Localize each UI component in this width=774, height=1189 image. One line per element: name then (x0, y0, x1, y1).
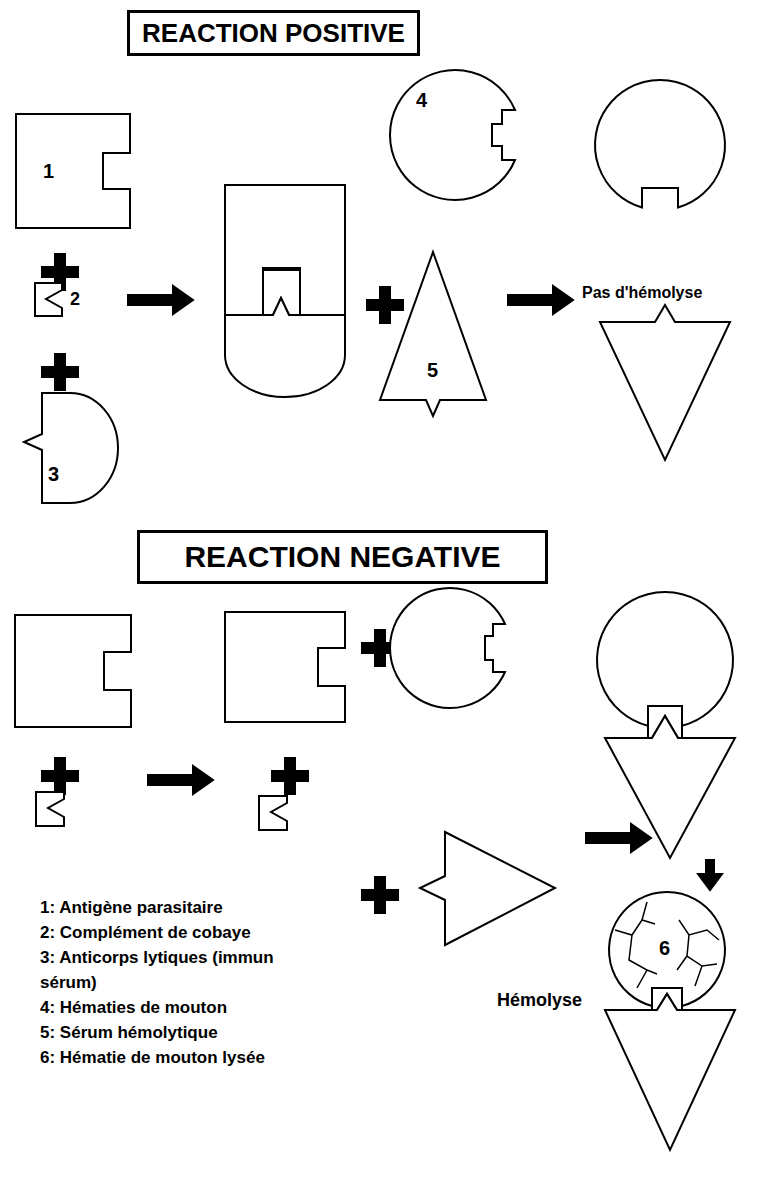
plus-sign (367, 287, 403, 323)
shape-node: 4 (388, 68, 522, 202)
legend-entry: 2: Complément de cobaye (40, 920, 330, 945)
legend-entry: 3: Anticorps lytiques (immun sérum) (40, 945, 330, 995)
arrow (698, 860, 722, 890)
callout-number: 2 (70, 290, 80, 308)
serum-shape (600, 305, 730, 460)
shape-node: 2 (34, 280, 94, 320)
heading-box: REACTION POSITIVE (127, 10, 420, 56)
callout-number: 1 (43, 161, 54, 181)
antibody-shape (225, 298, 345, 397)
shape-outline-path (16, 114, 130, 228)
antigen-shape (15, 615, 131, 727)
legend-entry: 6: Hématie de mouton lysée (40, 1045, 330, 1070)
heading-box: REACTION NEGATIVE (137, 530, 548, 584)
shape-outline-path (380, 252, 486, 416)
shape-outline (15, 113, 131, 229)
callout-number: 6 (657, 937, 672, 959)
callout-number: 3 (48, 464, 59, 484)
shape-outline (34, 280, 94, 320)
legend-entry: 5: Sérum hémolytique (40, 1020, 330, 1045)
lysis-cracks (615, 902, 719, 988)
antigen-shape (225, 185, 345, 315)
shape-node: 5 (378, 250, 488, 420)
plus-sign (42, 354, 78, 390)
shape-outline-path (390, 70, 515, 200)
complement-shape (259, 796, 287, 830)
legend-list: 1: Antigène parasitaire2: Complément de … (40, 895, 330, 1070)
plus-sign (362, 877, 398, 913)
arrow (128, 286, 193, 314)
serum-shape (605, 716, 735, 858)
shape-node: 6 (607, 890, 727, 1010)
antigen-shape (225, 612, 345, 722)
shape-outline (20, 392, 120, 504)
shape-outline-path (35, 283, 62, 316)
shape-node: 3 (20, 392, 120, 504)
complement-shape (36, 792, 64, 826)
shape-outline-path (24, 393, 118, 503)
arrow (148, 766, 213, 794)
arrow (508, 286, 573, 314)
shape-node: 1 (15, 113, 131, 229)
shape-outline (378, 250, 488, 420)
plus-sign (42, 758, 78, 794)
red-cell-shape (595, 80, 725, 207)
serum-shape (605, 994, 735, 1150)
shape-outline (388, 68, 522, 202)
callout-number: 4 (416, 90, 427, 110)
shape-outline-path (609, 892, 725, 1006)
legend-entry: 1: Antigène parasitaire (40, 895, 330, 920)
result-label: Pas d'hémolyse (580, 284, 704, 302)
plus-sign (272, 758, 308, 794)
serum-shape (420, 832, 555, 945)
red-cell-shape (390, 588, 505, 708)
section-heading: REACTION POSITIVE (142, 20, 405, 46)
legend-entry: 4: Hématies de mouton (40, 995, 330, 1020)
arrow (586, 824, 651, 852)
callout-number: 5 (427, 360, 438, 380)
section-heading: REACTION NEGATIVE (184, 542, 500, 572)
result-label: Hémolyse (495, 990, 584, 1011)
